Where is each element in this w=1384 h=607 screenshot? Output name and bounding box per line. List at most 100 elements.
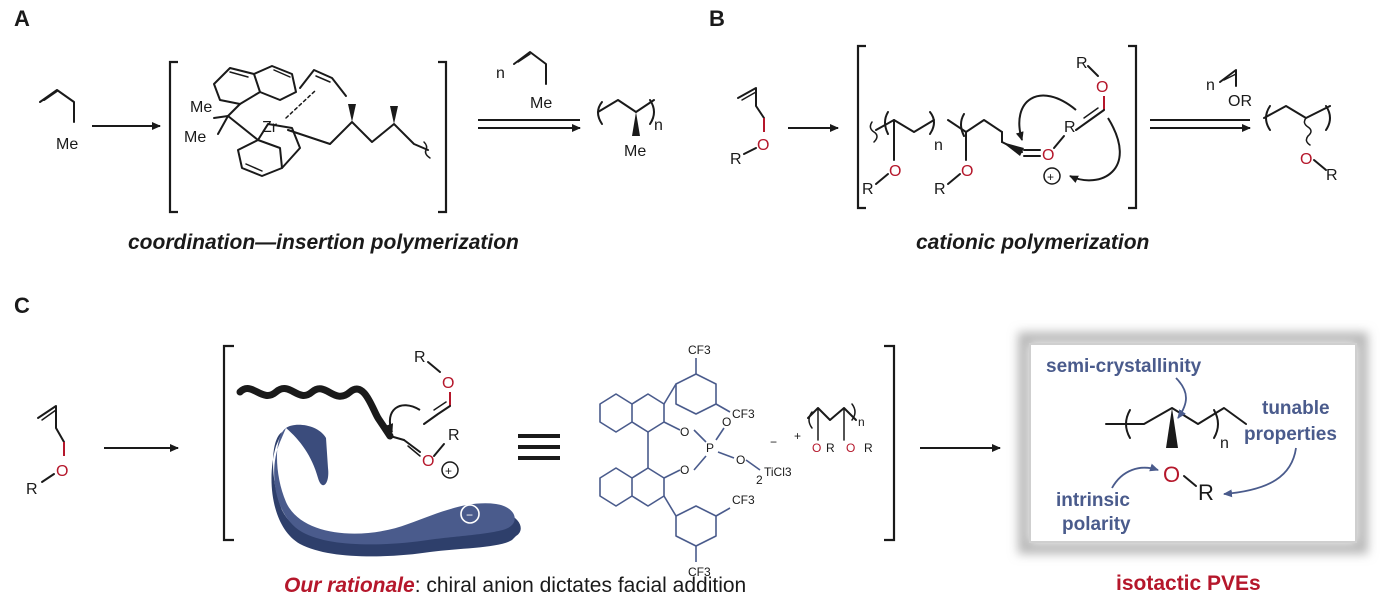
label-intrinsic: intrinsic xyxy=(1056,490,1130,511)
cation-n: n xyxy=(858,415,865,429)
arrow-semicrystallinity xyxy=(1175,377,1187,419)
bracket-c-left xyxy=(222,344,234,542)
label-semi-crystallinity: semi-crystallinity xyxy=(1046,356,1202,377)
atactic-pve-product: O R xyxy=(1263,105,1338,184)
panel-a-letter: A xyxy=(14,6,30,31)
anion-minus-sign: − xyxy=(466,508,473,522)
chain-o2: O xyxy=(961,163,973,180)
caption-b: cationic polymerization xyxy=(916,231,1149,254)
label-properties: properties xyxy=(1244,424,1337,445)
cf3-label-2: CF3 xyxy=(732,407,755,421)
product-b-o: O xyxy=(1300,151,1312,168)
cation-r1: R xyxy=(826,441,835,455)
product-c-n: n xyxy=(1220,435,1229,452)
phosphate-o-3: O xyxy=(722,415,731,429)
chain-n: n xyxy=(934,137,943,154)
bracket-c-right xyxy=(884,344,896,542)
chain-r1: R xyxy=(862,181,874,198)
product-c-r: R xyxy=(1198,480,1214,505)
model-incoming-o: O xyxy=(442,375,454,392)
chain-o1: O xyxy=(889,163,901,180)
rationale-emphasis: Our rationale xyxy=(284,574,415,597)
highlight-box-glow xyxy=(1018,332,1368,554)
bracket-b-left xyxy=(856,44,866,210)
monomer-b-r: R xyxy=(730,151,742,168)
polymer-chain-squiggle xyxy=(236,385,394,440)
anion-minus-charge xyxy=(460,504,480,524)
phosphorus-label: P xyxy=(706,441,714,455)
zr-label: Zr xyxy=(262,119,278,136)
incoming-o: O xyxy=(1096,79,1108,96)
monomer-me-label: Me xyxy=(56,136,78,153)
product-caption: isotactic PVEs xyxy=(1116,572,1261,595)
panel-b-letter: B xyxy=(709,6,725,31)
cation-plus: + xyxy=(794,429,801,443)
highlight-box xyxy=(1029,343,1357,543)
rationale-text: : chiral anion dictates facial addition xyxy=(415,574,747,597)
label-polarity: polarity xyxy=(1062,514,1131,535)
polypropylene-product: n Me xyxy=(597,99,663,160)
chain-r2: R xyxy=(934,181,946,198)
ticl3-label: TiCl3 xyxy=(764,465,792,479)
product-a-me: Me xyxy=(624,143,646,160)
catalyst-me-top: Me xyxy=(190,99,212,116)
reagent-a-n: n xyxy=(496,65,505,82)
oxocarbenium-o: O xyxy=(1042,147,1054,164)
plus-charge-b xyxy=(1043,167,1061,185)
reagent-b-or: OR xyxy=(1228,93,1252,110)
label-tunable: tunable xyxy=(1262,398,1330,419)
catalyst-me-bottom: Me xyxy=(184,129,206,146)
oxocarbenium-r: R xyxy=(1064,119,1076,136)
incoming-r: R xyxy=(1076,55,1088,72)
monomer-c-o: O xyxy=(56,463,68,480)
caption-a: coordination—insertion polymerization xyxy=(128,231,519,254)
rationale-caption: Our rationale: chiral anion dictates fac… xyxy=(284,574,746,597)
vinyl-ether-monomer-c: O R xyxy=(26,405,68,498)
ion-pair-model: − O R + R O xyxy=(236,349,521,557)
cf3-label-3: CF3 xyxy=(732,493,755,507)
zirconocene-catalyst: Me Me Zr xyxy=(184,65,431,177)
reagent-a-me: Me xyxy=(530,95,552,112)
cf3-label-4: CF3 xyxy=(688,565,711,579)
vinyl-ether-monomer-b: O R xyxy=(730,87,769,168)
bracket-a-left xyxy=(168,60,178,214)
reagent-b: n OR xyxy=(1206,69,1252,110)
cation-o2: O xyxy=(846,441,855,455)
bracket-a-right xyxy=(438,60,448,214)
cf3-label-1: CF3 xyxy=(688,343,711,357)
panel-a: A Me Me Me Zr xyxy=(14,6,663,254)
plus-charge-b-sign: + xyxy=(1047,170,1054,184)
phosphate-o-2: O xyxy=(680,463,689,477)
arrow-tunable xyxy=(1223,447,1297,498)
panel-c: C O R − O R + xyxy=(14,293,1368,597)
panel-c-letter: C xyxy=(14,293,30,318)
model-plus-sign: + xyxy=(445,464,452,478)
monomer-c-r: R xyxy=(26,481,38,498)
chiral-phosphate-anion: CF3 CF3 CF3 CF3 O O O O P TiCl3 2 − xyxy=(599,343,792,579)
model-o: O xyxy=(422,453,434,470)
subscript-2: 2 xyxy=(756,473,763,487)
cationic-intermediate: n O R O R O R + R O xyxy=(862,55,1121,198)
panel-b: B O R n O R O xyxy=(709,6,1338,254)
acid-minus: − xyxy=(770,435,777,449)
arrow-intrinsic xyxy=(1111,463,1159,489)
reagent-a: n Me xyxy=(496,51,552,112)
product-b-r: R xyxy=(1326,167,1338,184)
monomer-b-o: O xyxy=(757,137,769,154)
oxocarbenium-cation: + n O R O R xyxy=(794,403,873,455)
model-plus-charge xyxy=(441,461,459,479)
chiral-anion-body xyxy=(274,428,515,545)
phosphate-o-4: O xyxy=(736,453,745,467)
product-a-n: n xyxy=(654,117,663,134)
bracket-b-right xyxy=(1128,44,1138,210)
propylene-monomer: Me xyxy=(39,89,78,153)
model-incoming-r: R xyxy=(414,349,426,366)
product-c-o: O xyxy=(1163,462,1180,487)
equivalence-sign xyxy=(518,434,560,460)
cation-r2: R xyxy=(864,441,873,455)
reagent-b-n: n xyxy=(1206,77,1215,94)
phosphate-o-1: O xyxy=(680,425,689,439)
model-r: R xyxy=(448,427,460,444)
